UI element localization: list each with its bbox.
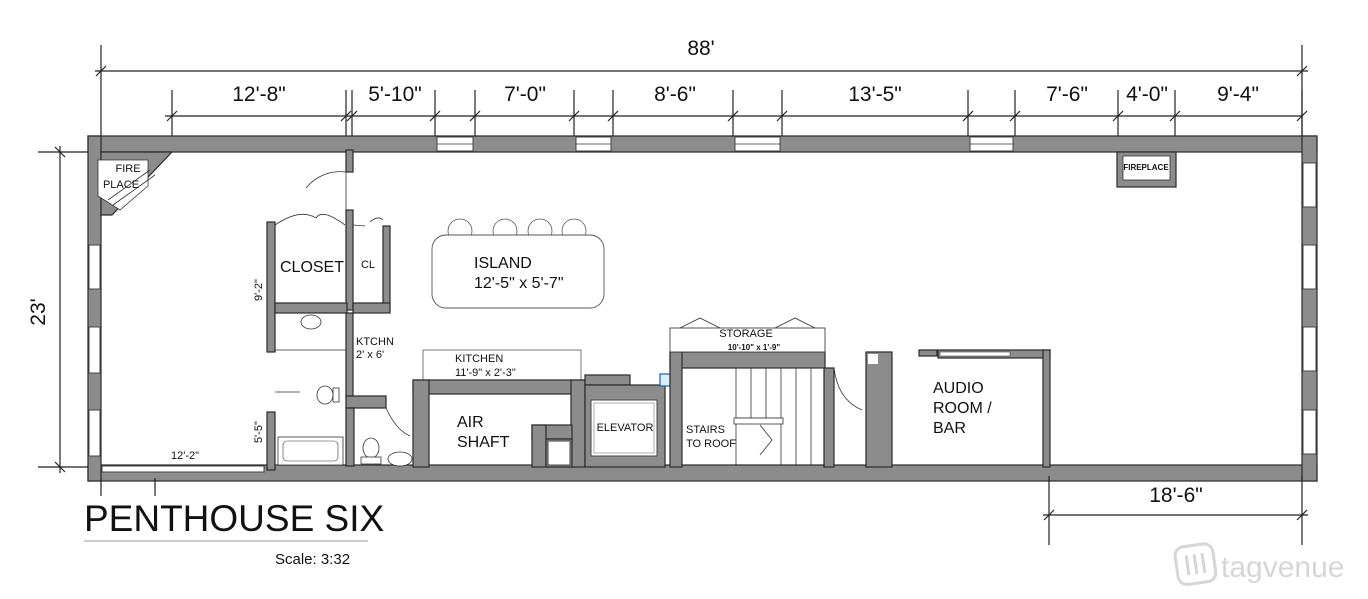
fireplace-right: FIREPLACE — [1116, 151, 1177, 188]
stairs-label-2: TO ROOF — [686, 438, 736, 450]
island: ISLAND 12'-5" x 5'-7" — [431, 218, 605, 309]
dim-label-4: 8'-6" — [654, 83, 696, 106]
kitchen-size: 11'-9" x 2'-3" — [455, 367, 516, 379]
stairs-label-1: STAIRS — [686, 424, 725, 436]
dim-label-7: 4'-0" — [1126, 83, 1168, 106]
air-shaft-label-2: SHAFT — [457, 434, 510, 451]
dim-label-3: 7'-0" — [504, 83, 546, 106]
segment-dimensions: 12'-8" 5'-10" 7'-0" 8'-6" 13'-5" 7'-6" 4… — [165, 83, 1308, 140]
top-windows — [436, 136, 1014, 152]
ktchn-size: 2' x 6' — [356, 349, 384, 361]
fireplace-right-label: FIREPLACE — [1123, 163, 1169, 172]
elevator-label: ELEVATOR — [597, 422, 654, 434]
kitchen-label: KITCHEN — [455, 353, 503, 365]
cl-label: CL — [361, 259, 375, 271]
watermark-text: tagvenue — [1221, 551, 1344, 584]
dim-label-5: 13'-5" — [848, 83, 902, 106]
storage: STORAGE 10'-10" x 1'-9" — [669, 317, 826, 353]
right-windows — [1302, 162, 1317, 455]
closet-bath-walls — [266, 209, 391, 471]
dim-12-2-label: 12'-2" — [171, 450, 199, 462]
audio-room: AUDIO ROOM / BAR — [918, 349, 1051, 468]
island-size: 12'-5" x 5'-7" — [474, 275, 564, 292]
bottom-dimension-right: 18'-6" — [1043, 476, 1308, 545]
bottom-window — [101, 465, 265, 473]
audio-label-1: AUDIO — [933, 380, 984, 397]
audio-label-2: ROOM / — [933, 400, 992, 417]
bottom-left-ticks — [100, 478, 156, 496]
tagvenue-logo-icon — [1173, 542, 1218, 586]
bottom-dimension-label: 18'-6" — [1149, 484, 1203, 507]
air-shaft-label-1: AIR — [457, 414, 484, 431]
overall-width-label: 88' — [687, 37, 714, 60]
fireplace-left-label-1: FIRE — [115, 163, 140, 175]
overall-width-dimension: 88' — [95, 37, 1308, 140]
dim-5-5-label: 5'-5" — [253, 421, 265, 443]
ktchn-label: KTCHN — [356, 336, 394, 348]
island-label: ISLAND — [474, 255, 532, 272]
dim-label-1: 12'-8" — [232, 83, 286, 106]
watermark: tagvenue — [1173, 542, 1344, 586]
entry-door — [305, 149, 354, 210]
closet-label: CLOSET — [280, 259, 344, 276]
bath-fixtures — [277, 314, 413, 467]
dim-9-2-label: 9'-2" — [253, 279, 265, 301]
plan-title: PENTHOUSE SIX — [84, 498, 384, 539]
storage-size: 10'-10" x 1'-9" — [728, 343, 781, 352]
left-windows — [88, 244, 101, 457]
dim-label-6: 7'-6" — [1046, 83, 1088, 106]
kitchen-counter: KITCHEN 11'-9" x 2'-3" — [422, 349, 582, 381]
dim-label-8: 9'-4" — [1217, 83, 1259, 106]
overall-depth-label: 23' — [27, 298, 50, 325]
fireplace-left: FIRE PLACE — [97, 151, 174, 216]
plan-scale: Scale: 3:32 — [275, 551, 350, 568]
core-walls — [412, 351, 893, 468]
fireplace-left-label-2: PLACE — [103, 179, 139, 191]
dim-label-2: 5'-10" — [368, 83, 422, 106]
storage-label: STORAGE — [719, 328, 773, 340]
audio-label-3: BAR — [933, 420, 966, 437]
